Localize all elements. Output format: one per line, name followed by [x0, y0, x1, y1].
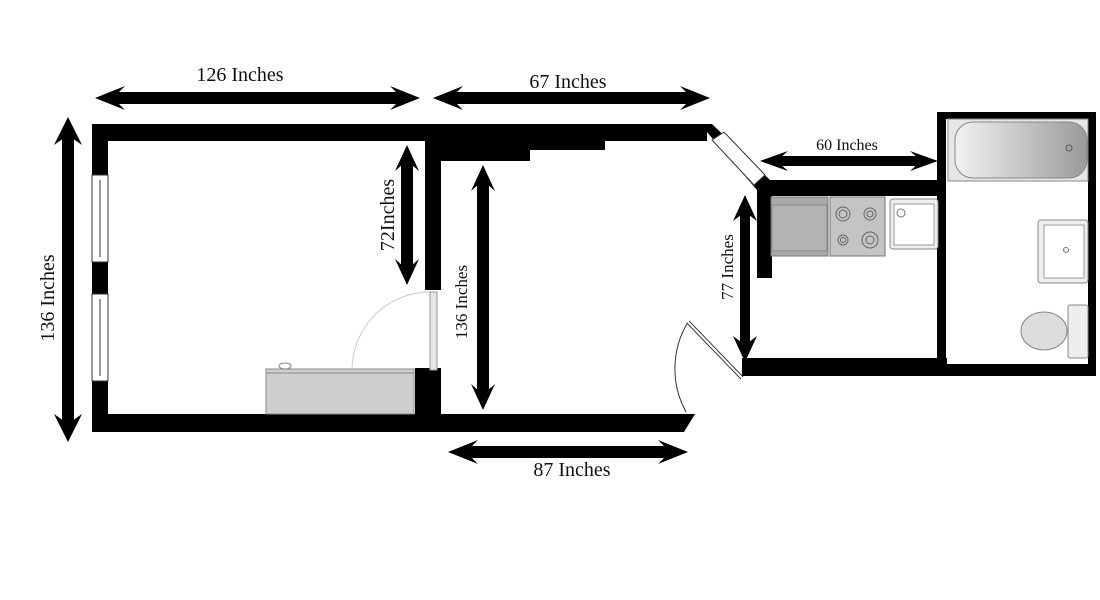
walls — [92, 112, 1096, 432]
label-136-left: 136 Inches — [37, 254, 59, 341]
arrow-126 — [95, 86, 420, 110]
doors — [351, 291, 744, 413]
bathroom-wall-top — [937, 112, 1095, 119]
wall-top — [92, 124, 707, 141]
wall-left — [92, 124, 108, 432]
bathroom-wall-right — [1088, 112, 1096, 376]
arrow-67 — [433, 86, 710, 110]
label-77: 77 Inches — [718, 234, 737, 300]
arrow-136-left — [54, 117, 82, 442]
arrow-136-middle — [471, 165, 495, 410]
kitchen-wall-bottom — [742, 358, 947, 376]
kitchen-wall-top — [757, 180, 942, 196]
window-diagonal — [711, 131, 766, 186]
bathroom-wall-bottom — [937, 364, 1096, 376]
stove — [829, 196, 886, 257]
arrow-72 — [395, 145, 419, 285]
bed — [265, 368, 415, 415]
label-60: 60 Inches — [816, 137, 878, 154]
label-72: 72Inches — [377, 179, 399, 251]
partition-wall-lower — [415, 368, 441, 414]
stove-burners-icon — [835, 206, 879, 249]
arrow-87 — [448, 440, 688, 464]
arrow-60 — [760, 151, 938, 171]
partition-wall-upper — [425, 141, 441, 290]
label-87: 87 Inches — [533, 459, 610, 481]
bathroom-wall-left — [937, 112, 946, 372]
toilet-tank — [1067, 304, 1089, 359]
dimension-arrows — [54, 86, 938, 464]
bedroom-door-leaf — [429, 291, 438, 371]
wall-bottom — [92, 414, 684, 432]
label-136-middle: 136 Inches — [452, 265, 471, 339]
kitchen-wall-left — [757, 180, 772, 278]
dimension-labels: 126 Inches 67 Inches 60 Inches 87 Inches… — [37, 64, 878, 481]
label-126: 126 Inches — [196, 64, 283, 86]
wall-thick-section-2 — [530, 141, 605, 150]
label-67: 67 Inches — [529, 71, 606, 93]
toilet-bowl — [1020, 311, 1068, 351]
bedroom-door-swing — [351, 291, 433, 371]
windows — [91, 131, 766, 382]
wall-bottom-end — [684, 414, 695, 432]
pillow — [278, 362, 292, 370]
entry-door-swing — [674, 321, 689, 413]
wall-thick-section — [440, 141, 530, 161]
furniture — [265, 118, 1089, 415]
arrow-77 — [733, 195, 757, 362]
